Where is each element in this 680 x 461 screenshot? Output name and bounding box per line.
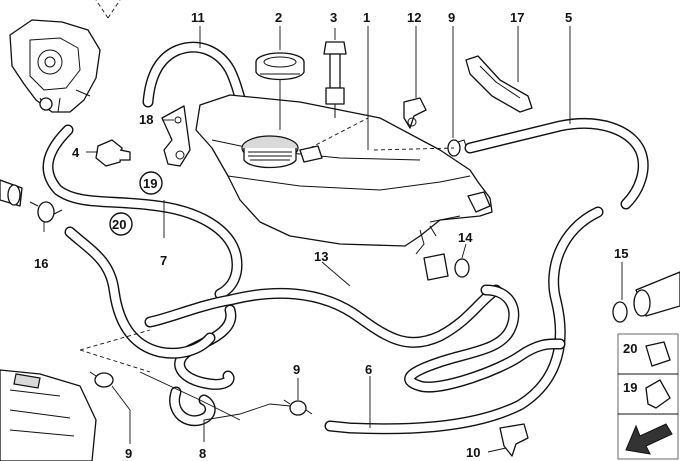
hose-left-upper — [42, 124, 243, 300]
pipe-stub-left — [0, 179, 63, 223]
callout-circle-19 — [139, 171, 163, 195]
callout-circle-20 — [109, 212, 133, 236]
hose-13 — [144, 284, 502, 348]
hose-7 — [64, 226, 216, 359]
level-sensor-3 — [323, 41, 347, 118]
callout-10: 10 — [466, 445, 480, 460]
callout-1: 1 — [363, 10, 370, 25]
callout-11: 11 — [191, 10, 205, 25]
callout-5: 5 — [565, 10, 572, 25]
callout-9-left: 9 — [125, 446, 132, 461]
legend-label-20: 20 — [623, 341, 637, 356]
callout-15: 15 — [614, 246, 628, 261]
hose-6 — [324, 206, 604, 435]
callout-17: 17 — [510, 10, 524, 25]
nut-4 — [95, 139, 131, 167]
bracket-18 — [161, 105, 191, 167]
clip-10 — [499, 423, 529, 457]
expansion-tank — [195, 94, 493, 255]
callout-6: 6 — [365, 362, 372, 377]
bracket-17 — [465, 55, 533, 113]
housing-lower-left — [0, 369, 97, 461]
pipe-stub-right — [612, 271, 680, 323]
engine-part-top-left — [9, 19, 101, 113]
callout-19: 19 — [143, 176, 157, 191]
hose-5 — [464, 118, 649, 210]
legend-label-19: 19 — [623, 380, 637, 395]
hose-14-segment — [404, 253, 566, 393]
callout-2: 2 — [275, 10, 282, 25]
callout-20: 20 — [112, 217, 126, 232]
callout-7: 7 — [160, 253, 167, 268]
callout-16: 16 — [34, 256, 48, 271]
leader-lines — [43, 0, 623, 453]
parts-legend: 20 19 — [617, 333, 679, 460]
callout-18: 18 — [139, 112, 153, 127]
callout-13: 13 — [314, 249, 328, 264]
callout-3: 3 — [330, 10, 337, 25]
legend-clip-20-shape — [645, 341, 671, 367]
callout-8: 8 — [199, 446, 206, 461]
callout-9-middle: 9 — [293, 362, 300, 377]
legend-clip-19-shape — [645, 379, 671, 409]
clip-12 — [403, 97, 427, 129]
hose-11 — [142, 41, 246, 108]
hose-8 — [169, 304, 237, 427]
hose-clamp-9-left — [89, 371, 114, 388]
arrow-down-left-icon — [625, 423, 673, 455]
callout-12: 12 — [407, 10, 421, 25]
callout-9-top: 9 — [448, 10, 455, 25]
callout-4: 4 — [72, 145, 80, 160]
callout-14: 14 — [458, 230, 473, 245]
hose-clamp-9-bottom — [283, 399, 313, 416]
callout-labels: 11 2 3 1 12 9 17 5 18 4 16 7 13 14 15 9 … — [34, 10, 628, 461]
hose-clamp-9-top — [447, 139, 467, 157]
filler-cap-2 — [255, 52, 305, 81]
